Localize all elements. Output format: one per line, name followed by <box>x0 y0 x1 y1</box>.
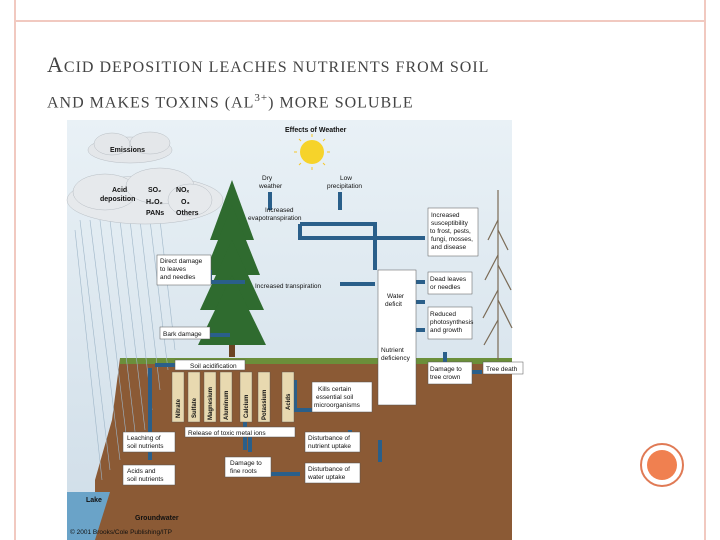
label-damage-tree-1: Damage to <box>430 366 462 373</box>
label-others: Others <box>176 210 199 217</box>
label-leaching-2: soil nutrients <box>127 443 164 450</box>
label-disturbance-water-2: water uptake <box>307 474 346 481</box>
label-water-deficit-2: deficit <box>385 301 402 308</box>
label-nutrient-acids: Acids <box>286 393 292 410</box>
label-nutrient-sulfate: Sulfate <box>192 397 198 418</box>
label-o3: O₃ <box>181 199 190 206</box>
label-dry-weather-2: weather <box>258 183 283 190</box>
label-susceptibility-2: susceptibility <box>431 220 469 227</box>
label-low-precip-2: precipitation <box>327 183 362 190</box>
label-pans: PANs <box>146 210 164 217</box>
label-nutrient-deficiency-1: Nutrient <box>381 347 404 354</box>
label-dead-leaves-2: or needles <box>430 284 461 291</box>
label-disturbance-nutrient-1: Disturbance of <box>308 435 350 442</box>
label-h2o2: H₂O₂ <box>146 199 163 206</box>
label-evapotranspiration-1: Increased <box>265 207 294 214</box>
label-low-precip-1: Low <box>340 175 352 182</box>
label-susceptibility-3: to frost, pests, <box>430 228 471 235</box>
label-lake: Lake <box>86 497 102 504</box>
label-disturbance-water-1: Disturbance of <box>308 466 350 473</box>
label-nox: NOₓ <box>176 187 190 194</box>
label-soil-acidification: Soil acidification <box>190 363 237 370</box>
label-dry-weather-1: Dry <box>262 175 273 182</box>
label-fine-roots-1: Damage to <box>230 460 262 467</box>
label-acid-deposition-1: Acid <box>112 187 127 194</box>
label-direct-damage-3: and needles <box>160 274 196 281</box>
label-damage-tree-2: tree crown <box>430 374 461 381</box>
decorative-dot <box>647 450 677 480</box>
label-dead-leaves-1: Dead leaves <box>430 276 467 283</box>
label-increased-transpiration: Increased transpiration <box>255 283 322 290</box>
label-effects-of-weather: Effects of Weather <box>285 127 347 134</box>
label-kills-2: essential soil <box>316 394 354 401</box>
label-reduced-photo-3: and growth <box>430 327 463 334</box>
label-so2: SO₂ <box>148 187 161 194</box>
label-bark-damage: Bark damage <box>163 331 202 338</box>
label-emissions: Emissions <box>110 147 145 154</box>
label-direct-damage-2: to leaves <box>160 266 187 273</box>
label-water-deficit-1: Water <box>387 293 405 300</box>
label-groundwater: Groundwater <box>135 515 179 522</box>
label-acid-deposition-2: deposition <box>100 196 135 203</box>
label-susceptibility-5: and disease <box>431 244 466 251</box>
label-acids-nutrients-2: soil nutrients <box>127 476 164 483</box>
sun-icon <box>300 140 324 164</box>
label-nutrient-magnesium: Magnesium <box>208 387 214 420</box>
label-nutrient-deficiency-2: deficiency <box>381 355 411 362</box>
label-leaching-1: Leaching of <box>127 435 161 442</box>
label-reduced-photo-2: photosynthesis <box>430 319 474 326</box>
label-nutrient-nitrate: Nitrate <box>176 398 182 418</box>
label-disturbance-nutrient-2: nutrient uptake <box>308 443 351 450</box>
label-susceptibility-1: Increased <box>431 212 460 219</box>
label-nutrient-calcium: Calcium <box>244 395 250 418</box>
label-tree-death: Tree death <box>486 366 518 373</box>
label-kills-3: microorganisms <box>314 402 361 409</box>
label-nutrient-potassium: Potassium <box>262 390 268 420</box>
label-direct-damage-1: Direct damage <box>160 258 203 265</box>
label-acids-nutrients-1: Acids and <box>127 468 156 475</box>
label-copyright: © 2001 Brooks/Cole Publishing/ITP <box>70 528 172 536</box>
label-reduced-photo-1: Reduced <box>430 311 456 318</box>
label-evapotranspiration-2: evapotranspiration <box>248 215 302 222</box>
label-susceptibility-4: fungi, mosses, <box>431 236 473 243</box>
label-kills-1: Kills certain <box>318 386 352 393</box>
label-fine-roots-2: fine roots <box>230 468 257 475</box>
label-nutrient-aluminum: Aluminum <box>224 391 230 420</box>
label-release-toxic: Release of toxic metal ions <box>188 430 266 437</box>
